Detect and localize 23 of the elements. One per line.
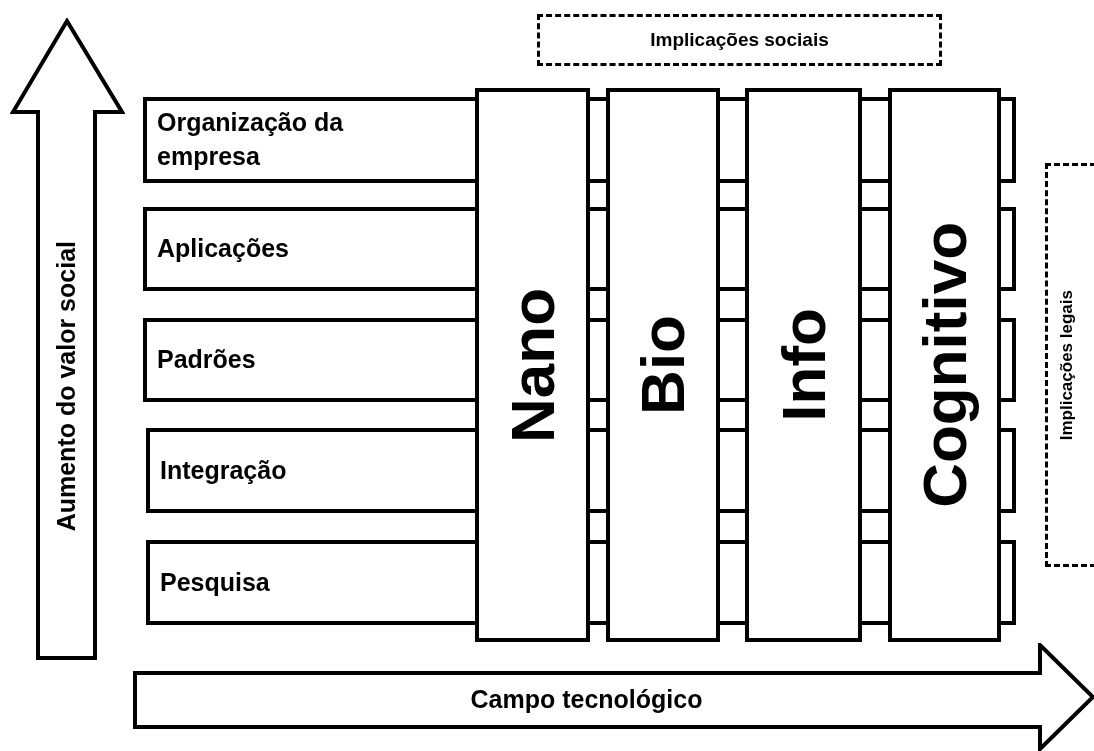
column-label: Nano [501,287,564,443]
column-label: Bio [632,315,694,415]
arrow-label: Aumento do valor social [50,240,81,532]
row-box [143,97,475,183]
row-box [146,540,475,625]
column-box [888,88,1001,642]
box-label: Implicações sociais [650,27,829,52]
column-box [606,88,720,642]
row-label: Integração [160,454,288,486]
arrow-label: Campo tecnológico [470,684,703,716]
column-box [475,88,590,642]
row-box [143,207,475,291]
row-label: Padrões [157,344,257,376]
row-label: Aplicações [157,233,290,265]
dashed-box [537,14,942,66]
row-label: Pesquisa [160,566,271,598]
row-box [146,428,475,513]
row-box [143,318,475,402]
column-box [745,88,862,642]
column-label: Info [772,308,835,422]
box-label: Implicações legais [1056,289,1077,441]
row-label: Organização da empresa [157,107,345,172]
dashed-box [1045,163,1094,567]
